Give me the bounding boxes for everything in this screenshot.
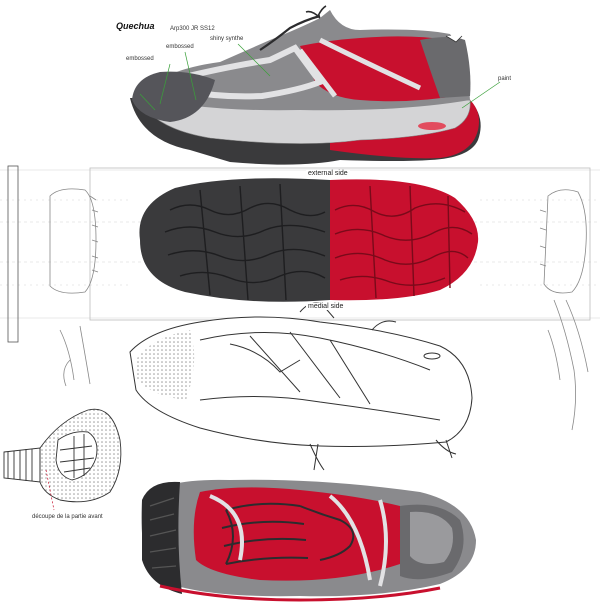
callout-leaders (139, 43, 501, 111)
outsole-view (89, 167, 591, 321)
callout-front-cut: découpe de la partie avant (32, 514, 103, 520)
callout-embossed-left: embossed (126, 56, 154, 62)
callout-shiny-synthetic: shiny synthe (210, 36, 244, 42)
side-profile-sketches (7, 165, 589, 431)
brand-logo-text: Quechua (116, 21, 155, 31)
medial-side-label: medial side (306, 303, 346, 310)
last-line-drawing (129, 302, 473, 471)
top-down-view (141, 479, 476, 602)
external-side-label: external side (306, 170, 350, 177)
callout-embossed-top: embossed (166, 44, 194, 50)
model-label: Arp300 JR SS12 (170, 26, 215, 32)
callout-paint: paint (498, 76, 512, 82)
toe-detail-sketch (3, 408, 122, 511)
shoe-side-view (130, 5, 481, 165)
